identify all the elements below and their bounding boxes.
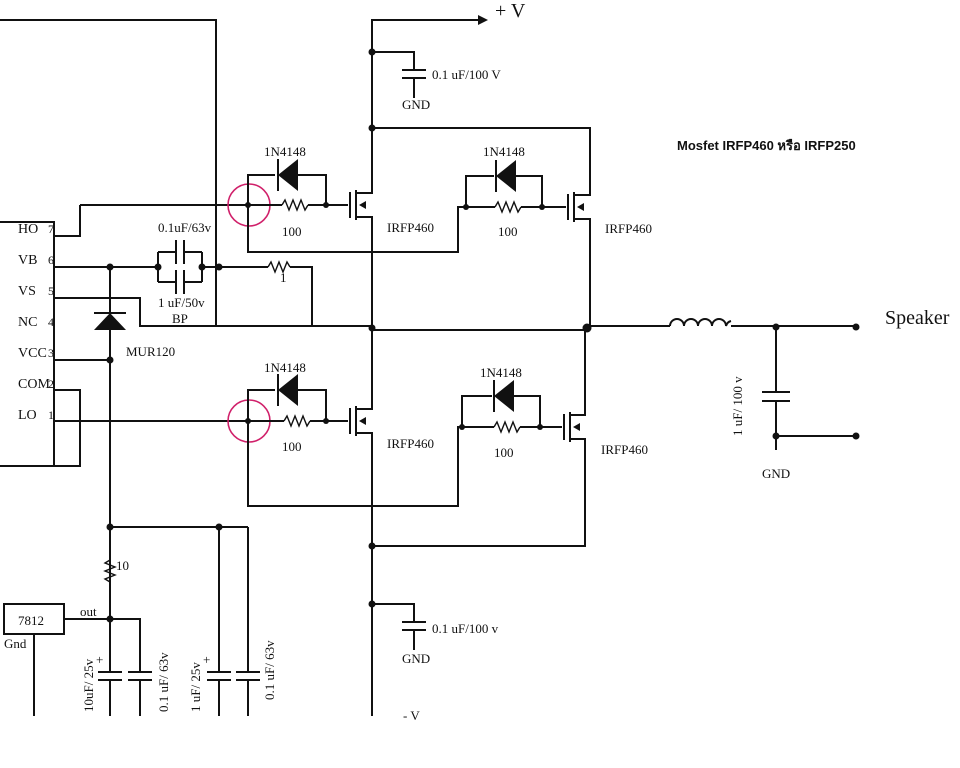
pin-vcc-label: VCC <box>18 346 47 361</box>
q1-label: IRFP460 <box>387 220 434 235</box>
q4-gate-network: 1N4148 100 <box>247 365 562 507</box>
q4-mosfet: IRFP460 <box>372 326 648 547</box>
pin-lo-label: LO <box>18 408 37 423</box>
output-inductor <box>669 318 732 327</box>
com-lead <box>54 389 81 467</box>
output-filter: 1 uF/ 100 v GND Speaker <box>669 307 950 481</box>
vs-lead <box>54 297 216 327</box>
pin-vs-label: VS <box>18 284 36 299</box>
pin-lo-number: 1 <box>48 408 54 422</box>
q3-diode-label: 1N4148 <box>264 360 306 375</box>
negative-rail: 0.1 uF/100 v GND - V <box>368 542 499 723</box>
feed-resistor <box>103 559 117 583</box>
cap-1uf-plus: + <box>203 652 210 667</box>
gnd-bottom-label: GND <box>402 651 430 666</box>
q3-label: IRFP460 <box>387 436 434 451</box>
cap-01uf-a-label: 0.1 uF/ 63v <box>156 652 171 712</box>
q4-diode <box>494 380 514 412</box>
gnd-top-label: GND <box>402 97 430 112</box>
q2-label: IRFP460 <box>605 221 652 236</box>
driver-ic: HO VB VS NC VCC COM LO 7 6 5 4 3 2 1 <box>0 205 248 467</box>
frame-wire <box>0 19 217 326</box>
driver-ic-pin-labels: HO VB VS NC VCC COM LO <box>18 222 50 423</box>
boot-cap-bottom-label: 1 uF/50v <box>158 295 205 310</box>
regulator-out-label: out <box>80 604 97 619</box>
cap-10uf-label: 10uF/ 25v <box>81 658 96 712</box>
gnd-output-label: GND <box>762 466 790 481</box>
driver-ic-pin-numbers: 7 6 5 4 3 2 1 <box>48 222 54 422</box>
pin-ho-label: HO <box>18 222 38 237</box>
pin-nc-label: NC <box>18 315 37 330</box>
q1-diode-label: 1N4148 <box>264 144 306 159</box>
feed-resistor-label: 10 <box>116 558 129 573</box>
q4-diode-label: 1N4148 <box>480 365 522 380</box>
pin-nc-number: 4 <box>48 315 54 329</box>
pin-vb-number: 6 <box>48 253 54 267</box>
cap-01uf-b-label: 0.1 uF/ 63v <box>262 640 277 700</box>
pin-com-label: COM <box>18 377 50 392</box>
regulator-label: 7812 <box>18 613 44 628</box>
q4-resistor-label: 100 <box>494 445 514 460</box>
ho-lead <box>54 205 81 237</box>
q2-gate-resistor <box>494 200 522 214</box>
pin-vcc-number: 3 <box>48 346 54 360</box>
boot-cap-top-label: 0.1uF/63v <box>158 220 212 235</box>
q3-gate-network: 1N4148 100 <box>245 360 348 454</box>
decoupling-top-label: 0.1 uF/100 V <box>432 67 501 82</box>
pin-vs-number: 5 <box>48 284 54 298</box>
supply-section: 10 7812 out Gnd + + 10uF/ 25v 0.1 uF/ 63… <box>3 523 277 716</box>
q2-diode-label: 1N4148 <box>483 144 525 159</box>
bootstrap-network: 0.1uF/63v 1 uF/50v BP 1 MUR120 <box>94 220 313 616</box>
q2-resistor-label: 100 <box>498 224 518 239</box>
q2-mosfet: IRFP460 <box>372 127 652 326</box>
positive-rail: + V 0.1 uF/100 V GND <box>368 0 526 132</box>
boot-resistor <box>267 260 291 274</box>
q1-diode <box>278 159 298 191</box>
q1-resistor-label: 100 <box>282 224 302 239</box>
q1-gate-network: 1N4148 100 <box>245 144 348 239</box>
speaker-label: Speaker <box>885 307 950 329</box>
boot-resistor-label: 1 <box>280 270 287 285</box>
pin-ho-number: 7 <box>48 222 54 236</box>
q4-gate-resistor <box>493 420 521 434</box>
q3-diode <box>278 374 298 406</box>
q1-mosfet: IRFP460 <box>349 128 434 330</box>
q3-mosfet: IRFP460 <box>349 330 434 716</box>
q2-diode <box>496 160 516 192</box>
boot-cap-type-label: BP <box>172 311 188 326</box>
negative-supply-label: - V <box>403 708 420 723</box>
q1-gate-resistor <box>281 198 309 212</box>
q2-drive-wire <box>247 205 495 253</box>
q2-gate-network: 1N4148 100 <box>247 144 566 253</box>
cap-10uf-plus: + <box>96 652 103 667</box>
cap-1uf-label: 1 uF/ 25v <box>188 662 203 712</box>
q4-label: IRFP460 <box>601 442 648 457</box>
decoupling-bottom-label: 0.1 uF/100 v <box>432 621 499 636</box>
boot-diode <box>94 313 126 330</box>
q3-gate-resistor <box>283 414 311 428</box>
pin-com-number: 2 <box>48 377 54 391</box>
output-node <box>216 323 670 333</box>
output-cap-label: 1 uF/ 100 v <box>730 376 745 436</box>
regulator-gnd-label: Gnd <box>4 636 27 651</box>
positive-supply-label: + V <box>495 0 526 22</box>
q3-resistor-label: 100 <box>282 439 302 454</box>
driver-ic-body <box>0 221 55 467</box>
diagram-title: Mosfet IRFP460 หรือ IRFP250 <box>677 138 856 153</box>
boot-diode-label: MUR120 <box>126 344 175 359</box>
q4-drive-wire <box>247 421 494 507</box>
pin-vb-label: VB <box>18 253 37 268</box>
